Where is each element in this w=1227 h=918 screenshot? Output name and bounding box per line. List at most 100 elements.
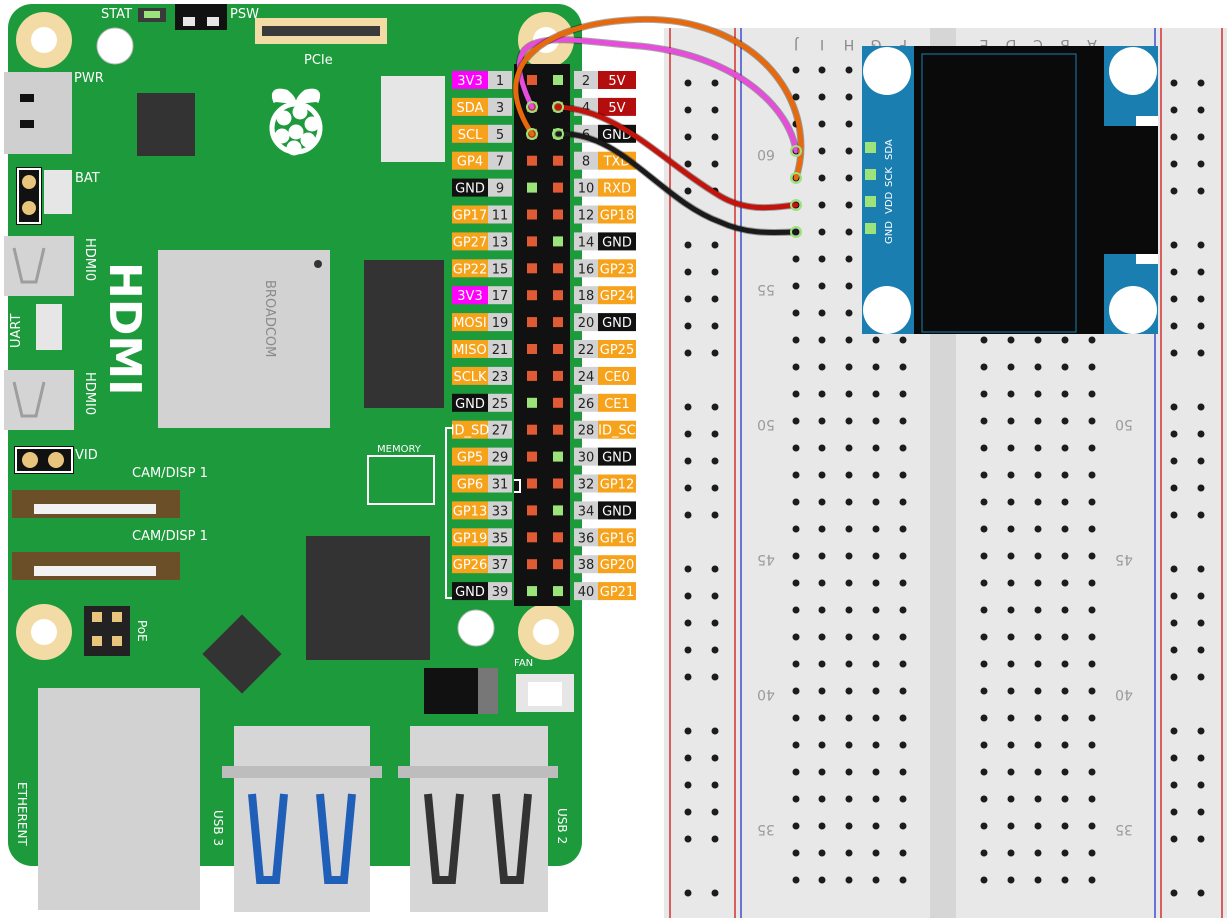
oled-pin-label: GND <box>884 221 895 244</box>
breadboard-hole <box>845 714 853 722</box>
rail-hole <box>1197 619 1205 627</box>
pin-number-box <box>574 366 598 385</box>
rail-hole <box>711 268 719 276</box>
pin-number: 11 <box>492 209 509 224</box>
pin-label-box <box>598 555 636 574</box>
breadboard-hole <box>818 741 826 749</box>
breadboard-hole <box>980 498 988 506</box>
rail-hole <box>684 781 692 789</box>
column-letter: I <box>820 36 824 52</box>
cam-disp-label-2: CAM/DISP 1 <box>132 529 208 544</box>
breadboard-hole <box>1061 417 1069 425</box>
rail-hole <box>711 754 719 762</box>
breadboard-hole <box>845 795 853 803</box>
breadboard-hole <box>1061 687 1069 695</box>
psw-label: PSW <box>230 7 259 22</box>
pin-number-box <box>488 124 512 143</box>
pin-label: GP6 <box>457 478 483 493</box>
breadboard-hole <box>1034 525 1042 533</box>
scl-wire <box>513 17 804 181</box>
pin-label-box <box>452 124 488 143</box>
breadboard-hole <box>845 741 853 749</box>
breadboard-hole <box>1034 687 1042 695</box>
pin-label-box <box>598 97 636 116</box>
breadboard-hole <box>872 390 880 398</box>
oled-screen <box>914 46 1104 334</box>
broadcom-soc <box>158 250 330 428</box>
pin-number-box <box>574 313 598 332</box>
pin-label-box <box>452 474 488 493</box>
pin-number: 9 <box>496 182 504 197</box>
broadcom-label: BROADCOM <box>262 280 277 357</box>
gpio-pin <box>527 263 537 274</box>
large-chip <box>306 536 430 660</box>
column-letter: C <box>1033 36 1043 52</box>
uart-label: UART <box>9 314 24 348</box>
breadboard-hole <box>872 660 880 668</box>
breadboard-hole <box>845 849 853 857</box>
breadboard-hole <box>818 120 826 128</box>
breadboard-hole <box>899 444 907 452</box>
pin-number: 40 <box>578 585 595 600</box>
rail-hole <box>711 133 719 141</box>
breadboard-hole <box>1061 741 1069 749</box>
breadboard-hole <box>792 417 800 425</box>
breadboard-hole <box>980 525 988 533</box>
breadboard-hole <box>1007 444 1015 452</box>
breadboard-hole <box>792 498 800 506</box>
breadboard-hole <box>1034 444 1042 452</box>
breadboard-hole <box>899 714 907 722</box>
pin-label: ID_SD <box>451 424 490 439</box>
breadboard-hole <box>1088 498 1096 506</box>
oled-pin-label: VDD <box>884 191 895 214</box>
rail-hole <box>711 889 719 897</box>
breadboard-hole <box>1034 633 1042 641</box>
breadboard-hole <box>845 255 853 263</box>
pin-label: GP12 <box>600 478 634 493</box>
pin-number: 33 <box>492 504 509 519</box>
breadboard-hole <box>1034 606 1042 614</box>
breadboard-hole <box>1088 417 1096 425</box>
breadboard-hole <box>980 417 988 425</box>
breadboard-hole <box>792 282 800 290</box>
breadboard-hole <box>872 741 880 749</box>
row-number-right: 45 <box>1115 551 1133 567</box>
pin-number: 3 <box>496 101 504 116</box>
pin-label-box <box>598 71 636 89</box>
breadboard-hole <box>1061 795 1069 803</box>
row-number-left: 60 <box>757 146 775 162</box>
usb2-tongue <box>492 793 532 884</box>
breadboard-hole <box>845 633 853 641</box>
breadboard-hole <box>872 579 880 587</box>
gpio-pin <box>553 532 563 543</box>
pin-label: GP16 <box>600 531 634 546</box>
pin-label: GP17 <box>453 209 487 224</box>
pin-label-box <box>598 501 636 520</box>
rail-hole <box>1170 781 1178 789</box>
rail-hole <box>684 754 692 762</box>
rail-hole <box>1197 349 1205 357</box>
pin-label-box <box>452 313 488 332</box>
breadboard-hole <box>845 120 853 128</box>
breadboard-hole <box>1007 390 1015 398</box>
breadboard-hole <box>845 552 853 560</box>
breadboard-hole <box>1088 552 1096 560</box>
oled-pin-pad <box>865 169 876 180</box>
breadboard-hole <box>899 795 907 803</box>
pin-number: 21 <box>492 343 509 358</box>
breadboard-hole <box>1007 525 1015 533</box>
breadboard-hole <box>1034 876 1042 884</box>
pin-label-box <box>598 474 636 493</box>
usb-c-pin <box>20 94 34 102</box>
rail-hole <box>684 808 692 816</box>
breadboard-row-numbers: 60 55 50 45 40 35 50 45 40 35 <box>757 146 1133 837</box>
rail-hole <box>1197 673 1205 681</box>
breadboard-hole <box>872 417 880 425</box>
pin-label: GP19 <box>453 531 487 546</box>
pin-number: 7 <box>496 155 504 170</box>
uart-connector <box>36 304 62 350</box>
rail-hole <box>1197 241 1205 249</box>
breadboard-hole <box>818 228 826 236</box>
rail-hole <box>1197 187 1205 195</box>
